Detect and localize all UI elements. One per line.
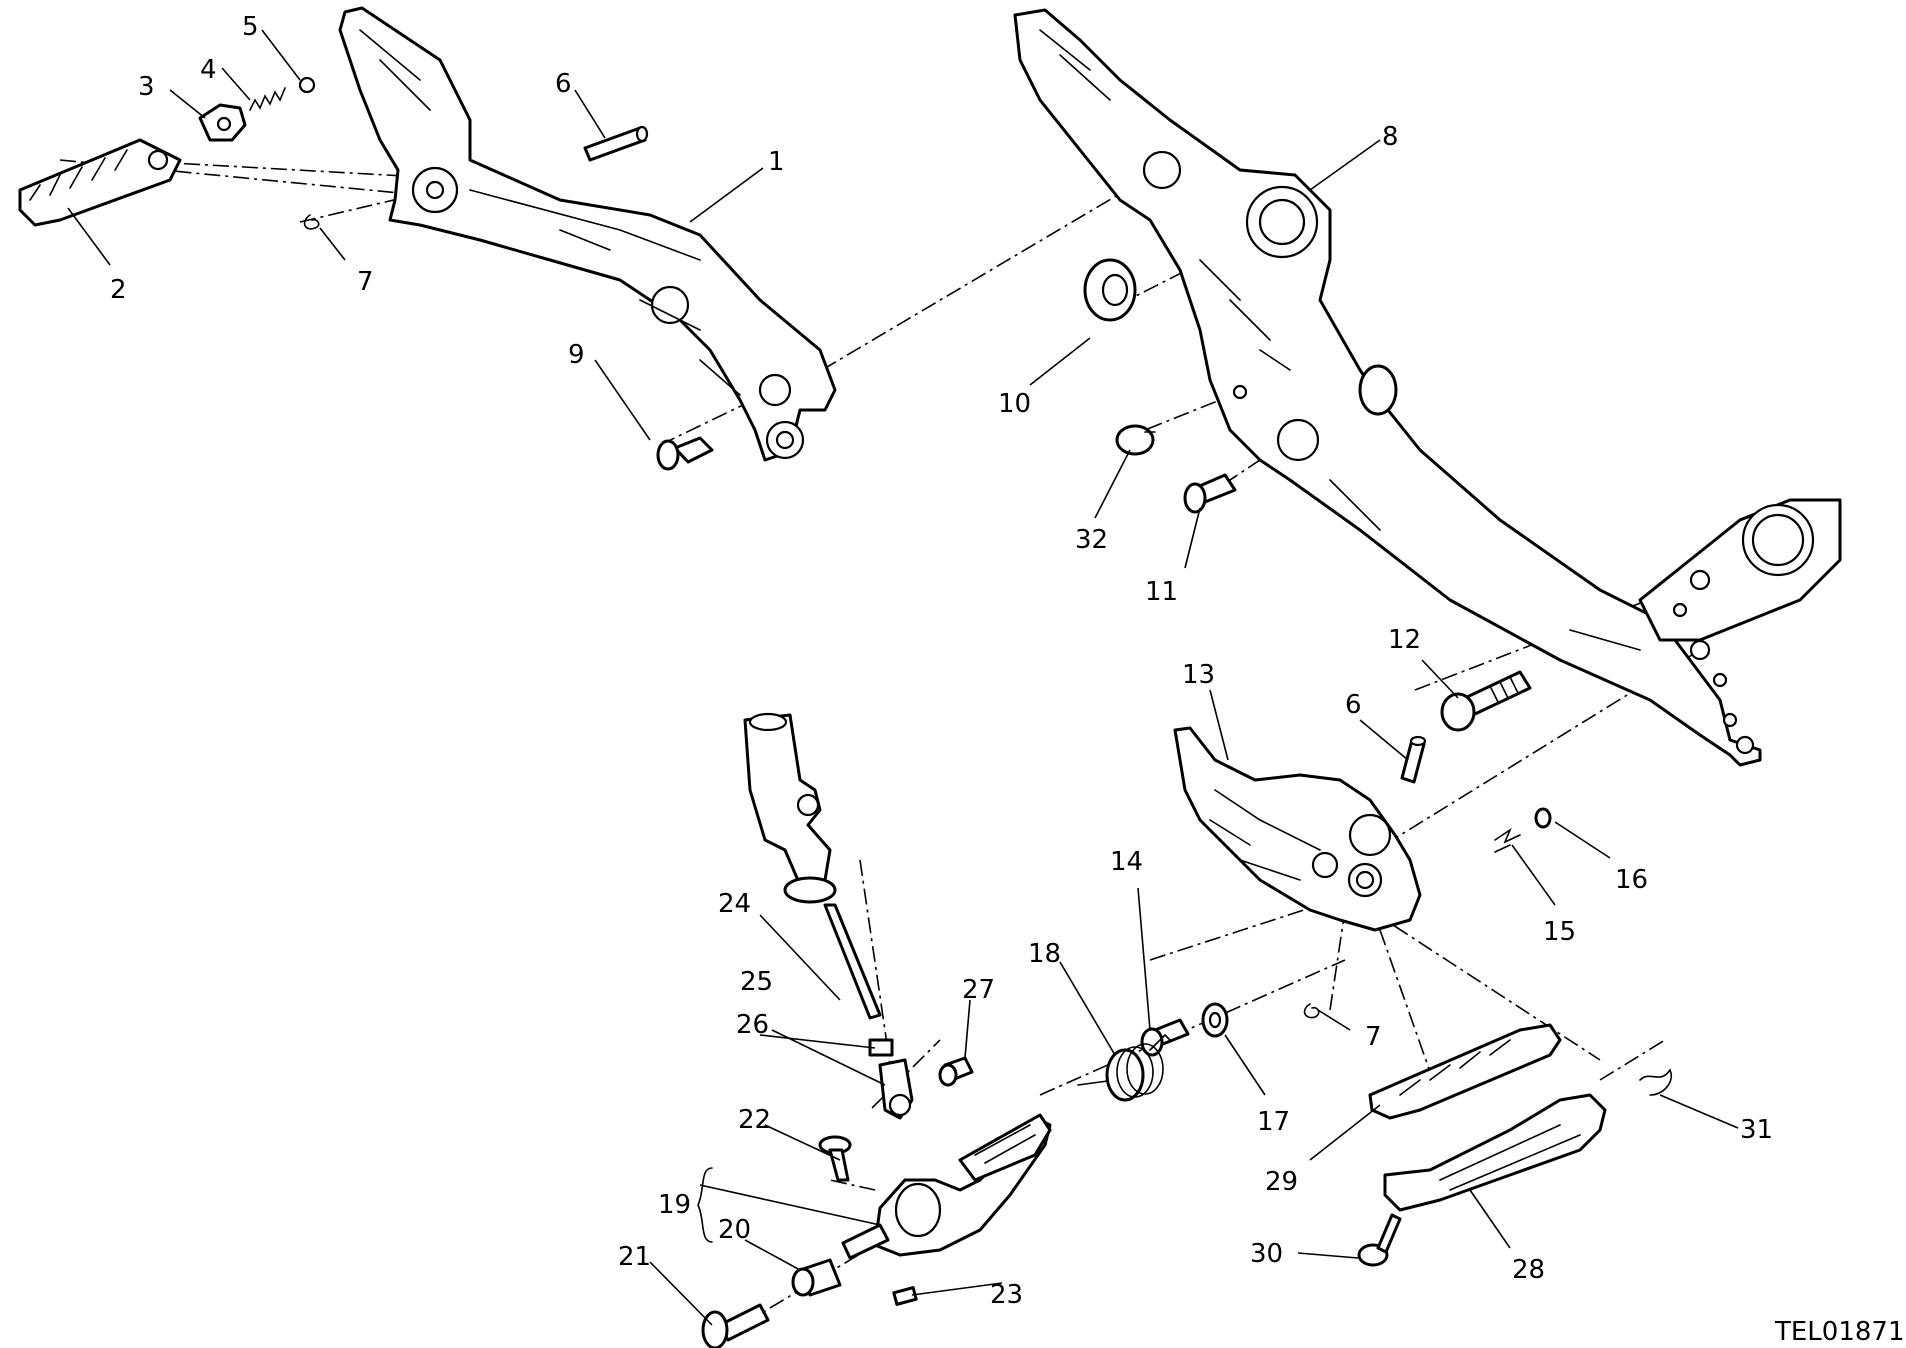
brake-pedal-lever [841, 1113, 1052, 1260]
callout-labels: 1 2 3 4 5 6 7 8 9 10 11 12 13 14 15 16 1… [110, 12, 1773, 1310]
callout-20: 20 [718, 1215, 751, 1245]
callout-29: 29 [1265, 1167, 1298, 1197]
callout-3: 3 [138, 72, 155, 102]
stop-peg [892, 1286, 918, 1306]
callout-10: 10 [998, 389, 1031, 419]
left-footpeg-bracket [338, 6, 837, 462]
callout-16: 16 [1615, 865, 1648, 895]
callout-8: 8 [1382, 122, 1399, 152]
callout-14: 14 [1110, 847, 1143, 877]
retaining-clip-lower [1303, 1003, 1320, 1019]
callout-4: 4 [200, 55, 217, 85]
callout-25: 25 [740, 967, 773, 997]
assembly-axes [59, 159, 1701, 1324]
callout-18: 18 [1028, 939, 1061, 969]
callout-6-upper: 6 [555, 69, 572, 99]
callout-28: 28 [1512, 1255, 1545, 1285]
heel-guard-screw [1357, 1213, 1402, 1267]
callout-31: 31 [1740, 1115, 1773, 1145]
detent-spring [249, 87, 286, 111]
frame-plug [1115, 424, 1156, 456]
callout-24: 24 [718, 889, 751, 919]
callout-6-lower: 6 [1345, 690, 1362, 720]
callout-23: 23 [990, 1280, 1023, 1310]
callout-1: 1 [768, 147, 785, 177]
detent-plate [198, 103, 247, 142]
retaining-plate [1494, 827, 1521, 853]
detent-ball [298, 76, 316, 94]
callout-13: 13 [1182, 660, 1215, 690]
frame-screw [1183, 473, 1237, 514]
rear-subframe [1013, 8, 1842, 767]
group-brace [697, 1167, 713, 1243]
callout-15: 15 [1543, 917, 1576, 947]
push-rod [823, 903, 882, 1020]
pivot-screw [701, 1303, 770, 1348]
callout-5: 5 [242, 12, 259, 42]
callout-19: 19 [658, 1190, 691, 1220]
callout-2: 2 [110, 275, 127, 305]
callout-11: 11 [1145, 577, 1178, 607]
pivot-pin-lower [1400, 735, 1427, 784]
master-cylinder [743, 712, 837, 904]
heel-guard [1383, 1093, 1607, 1212]
right-footpeg [1368, 1023, 1562, 1120]
callout-27: 27 [962, 975, 995, 1005]
callout-12: 12 [1388, 625, 1421, 655]
callout-26: 26 [736, 1010, 769, 1040]
retaining-clip-upper [303, 214, 320, 230]
callout-17: 17 [1257, 1107, 1290, 1137]
plate-screw [1534, 807, 1552, 829]
right-footpeg-bracket [1173, 726, 1422, 932]
callout-22: 22 [738, 1105, 771, 1135]
drawing-code: TEL01871 [1774, 1317, 1905, 1347]
leader-lines [67, 29, 1739, 1326]
callout-7-upper: 7 [357, 267, 374, 297]
callout-32: 32 [1075, 525, 1108, 555]
flanged-bushing [1083, 258, 1137, 322]
shouldered-bolt [1440, 670, 1532, 732]
clevis-pin [938, 1056, 974, 1087]
left-footpeg [18, 138, 182, 227]
washer [1201, 1002, 1229, 1038]
callout-7-lower: 7 [1365, 1022, 1382, 1052]
bracket-screw-left [656, 436, 714, 471]
return-spring [1077, 1033, 1171, 1102]
clevis [878, 1058, 914, 1120]
lever-bushing [791, 1258, 842, 1297]
pivot-pin-upper [583, 125, 649, 162]
callout-9: 9 [568, 340, 585, 370]
spring-clip [1639, 1068, 1672, 1096]
callout-21: 21 [618, 1242, 651, 1272]
callout-30: 30 [1250, 1239, 1283, 1269]
